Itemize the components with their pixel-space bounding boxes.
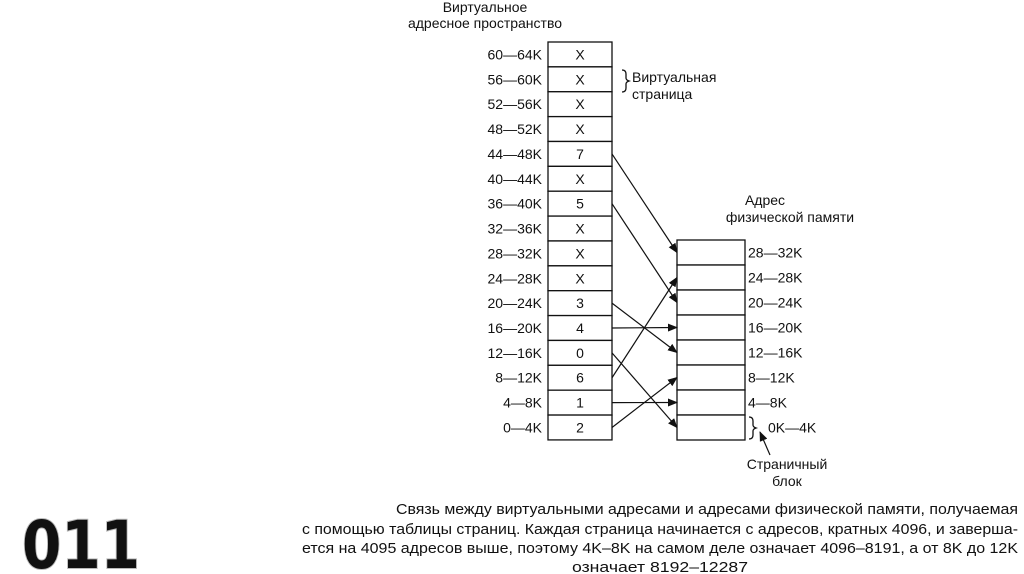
virtual-page-value: 0: [576, 345, 584, 361]
virtual-page-value: X: [575, 270, 585, 286]
virtual-range-label: 40—44K: [488, 171, 543, 187]
virtual-page-cell: [547, 41, 613, 68]
virtual-range-label: 8—12K: [495, 370, 542, 386]
frame-label-line2: блок: [772, 473, 803, 489]
virtual-page-cell: [547, 115, 613, 143]
virtual-range-label: 0—4K: [503, 419, 543, 435]
physical-range-label: 12—16K: [748, 345, 803, 361]
virtual-range-label: 20—24K: [488, 295, 543, 311]
physical-range-label: 0K—4K: [768, 420, 817, 436]
virtual-page-value: X: [575, 71, 585, 87]
frame-pointer-arrow: [759, 431, 771, 456]
virtual-range-label: 16—20K: [488, 320, 543, 336]
virtual-page-cell: [547, 265, 613, 292]
caption-line1: Связь между виртуальными адресами и адре…: [396, 501, 1018, 518]
physical-range-label: 20—24K: [748, 295, 803, 311]
mapping-arrow: [611, 203, 678, 304]
page-frame-cell: [676, 264, 746, 291]
page-frame-cell: [676, 339, 746, 366]
mapping-arrow: [611, 276, 678, 379]
virtual-page-label-line1: Виртуальная: [632, 69, 716, 85]
virtual-range-label: 12—16K: [488, 345, 543, 361]
physical-memory-table: 28—32K 24—28K 20—24K 16—20K 12—16K 8—12K 4—8K 0…: [676, 239, 817, 441]
physical-range-label: 24—28K: [748, 270, 803, 286]
caption-line4: означает 8192–12287: [572, 559, 748, 574]
page-frame-cell: [676, 289, 746, 316]
virtual-page-value: 3: [576, 295, 584, 311]
page-frame-cell: [676, 314, 746, 341]
virtual-page-brace: [621, 69, 632, 93]
page-frame-cell: [676, 364, 746, 391]
mapping-arrow: [611, 153, 678, 254]
virtual-range-label: 52—56K: [488, 96, 543, 112]
virtual-page-value: 1: [576, 395, 584, 411]
virtual-page-cell: [547, 165, 613, 192]
virtual-page-value: X: [575, 245, 585, 261]
physical-range-label: 8—12K: [748, 370, 795, 386]
virtual-range-label: 32—36K: [488, 221, 543, 237]
physical-title-line1: Адрес: [745, 192, 785, 208]
virtual-page-value: X: [575, 171, 585, 187]
physical-range-label: 16—20K: [748, 320, 803, 336]
mapping-arrow: [611, 376, 678, 428]
physical-range-label: 4—8K: [748, 395, 788, 411]
virtual-range-label: 4—8K: [503, 395, 543, 411]
virtual-page-value: 7: [576, 146, 584, 162]
slide-number-logo: 011: [22, 507, 140, 574]
physical-range-label: 28—32K: [748, 245, 803, 261]
page-frame-cell: [676, 414, 746, 441]
virtual-page-value: X: [575, 96, 585, 112]
virtual-page-value: 4: [576, 320, 584, 336]
virtual-title-line1: Виртуальное: [443, 0, 528, 15]
virtual-page-value: X: [575, 221, 585, 237]
mapping-arrows: [611, 153, 678, 429]
virtual-page-value: 5: [576, 196, 584, 212]
page-frame-cell: [676, 389, 746, 416]
physical-title-line2: физической памяти: [726, 209, 854, 225]
frame-label-line1: Страничный: [747, 456, 828, 472]
virtual-range-label: 44—48K: [488, 146, 543, 162]
virtual-page-value: 6: [576, 370, 584, 386]
virtual-title-line2: адресное пространство: [408, 15, 562, 31]
virtual-range-label: 24—28K: [488, 270, 543, 286]
frame-brace: [748, 416, 759, 440]
virtual-range-label: 60—64K: [488, 46, 543, 62]
mapping-arrow: [611, 352, 678, 429]
virtual-page-cell: [547, 314, 613, 342]
caption-line2: с помощью таблицы страниц. Каждая страни…: [302, 521, 1018, 538]
virtual-page-cell: [547, 215, 613, 242]
virtual-page-label-line2: страница: [632, 86, 693, 102]
virtual-range-label: 56—60K: [488, 71, 543, 87]
virtual-page-value: X: [575, 46, 585, 62]
virtual-page-value: X: [575, 121, 585, 137]
virtual-range-label: 48—52K: [488, 121, 543, 137]
caption-line3: ется на 4095 адресов выше, поэтому 4K–8K…: [302, 540, 1018, 557]
virtual-range-label: 28—32K: [488, 245, 543, 261]
virtual-page-cell: [547, 414, 613, 441]
virtual-address-table: 60—64K X 56—60K X 52—56K X 48—52K X 44—48K 7 40—44…: [488, 41, 613, 441]
virtual-range-label: 36—40K: [488, 196, 543, 212]
virtual-page-cell: [547, 364, 613, 391]
page-frame-cell: [676, 239, 746, 266]
virtual-page-value: 2: [576, 419, 584, 435]
